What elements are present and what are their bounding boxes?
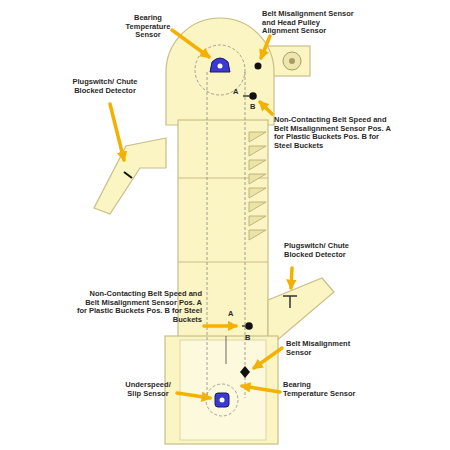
belt-line bbox=[207, 72, 208, 398]
drive-gear bbox=[283, 52, 301, 70]
bucket bbox=[249, 160, 266, 170]
bearing-hub bbox=[218, 64, 223, 69]
speed-sensor bbox=[249, 92, 257, 100]
leader-arrow bbox=[291, 268, 292, 288]
leader-arrow bbox=[254, 348, 282, 368]
bucket bbox=[249, 146, 266, 156]
sensor-label: Bearing Temperature Sensor bbox=[283, 381, 357, 398]
leader-arrow bbox=[172, 30, 209, 57]
leader-arrow bbox=[261, 36, 270, 58]
sensor-label: Underspeed/ Slip Sensor bbox=[120, 381, 176, 398]
alignment-sensor bbox=[255, 63, 262, 70]
position-letter: A bbox=[233, 88, 242, 97]
speed-sensor bbox=[245, 322, 253, 330]
bucket bbox=[249, 216, 266, 226]
bucket bbox=[249, 174, 266, 184]
bucket bbox=[249, 230, 266, 240]
plug-switch bbox=[289, 296, 291, 308]
take-up-rod bbox=[226, 336, 227, 364]
sensor-label: Bearing Temperature Sensor bbox=[116, 14, 180, 40]
sensor-bracket bbox=[243, 95, 249, 96]
bucket bbox=[249, 202, 266, 212]
leader-arrow bbox=[177, 393, 210, 398]
boot-pulley bbox=[206, 384, 238, 416]
slip-sensor bbox=[215, 393, 229, 407]
sensor-bracket bbox=[242, 325, 245, 326]
drive-shaft bbox=[289, 58, 295, 64]
discharge-chute bbox=[94, 138, 166, 214]
leader-arrow bbox=[260, 102, 272, 114]
position-letter: B bbox=[250, 103, 259, 112]
misalignment-sensor bbox=[240, 366, 250, 378]
leader-arrow bbox=[242, 386, 280, 392]
position-letter: A bbox=[228, 310, 237, 319]
boot-panel bbox=[180, 340, 266, 440]
bearing-sensor bbox=[210, 58, 230, 72]
detector-label: Plugswitch/ Chute Blocked Detector bbox=[68, 78, 142, 95]
sensor-label: Belt Misalignment Sensor bbox=[286, 340, 358, 357]
belt-line bbox=[245, 72, 246, 398]
leader-arrow bbox=[204, 324, 236, 328]
leader-arrow bbox=[110, 104, 124, 160]
sensor-label: Belt Misalignment Sensor and Head Pulley… bbox=[262, 10, 358, 36]
bucket bbox=[249, 132, 266, 142]
bucket bbox=[249, 188, 266, 198]
position-letter: B bbox=[245, 334, 254, 343]
head-housing bbox=[166, 18, 274, 125]
plug-switch bbox=[124, 172, 132, 178]
detector-label: Plugswitch/ Chute Blocked Detector bbox=[284, 242, 356, 259]
sensor-label: Non-Contacting Belt Speed and Belt Misal… bbox=[76, 290, 202, 325]
slip-sensor-hub bbox=[220, 398, 225, 403]
buckets bbox=[249, 132, 266, 240]
sensor-label: Non-Contacting Belt Speed and Belt Misal… bbox=[274, 116, 398, 151]
trunk-joint bbox=[178, 262, 268, 263]
